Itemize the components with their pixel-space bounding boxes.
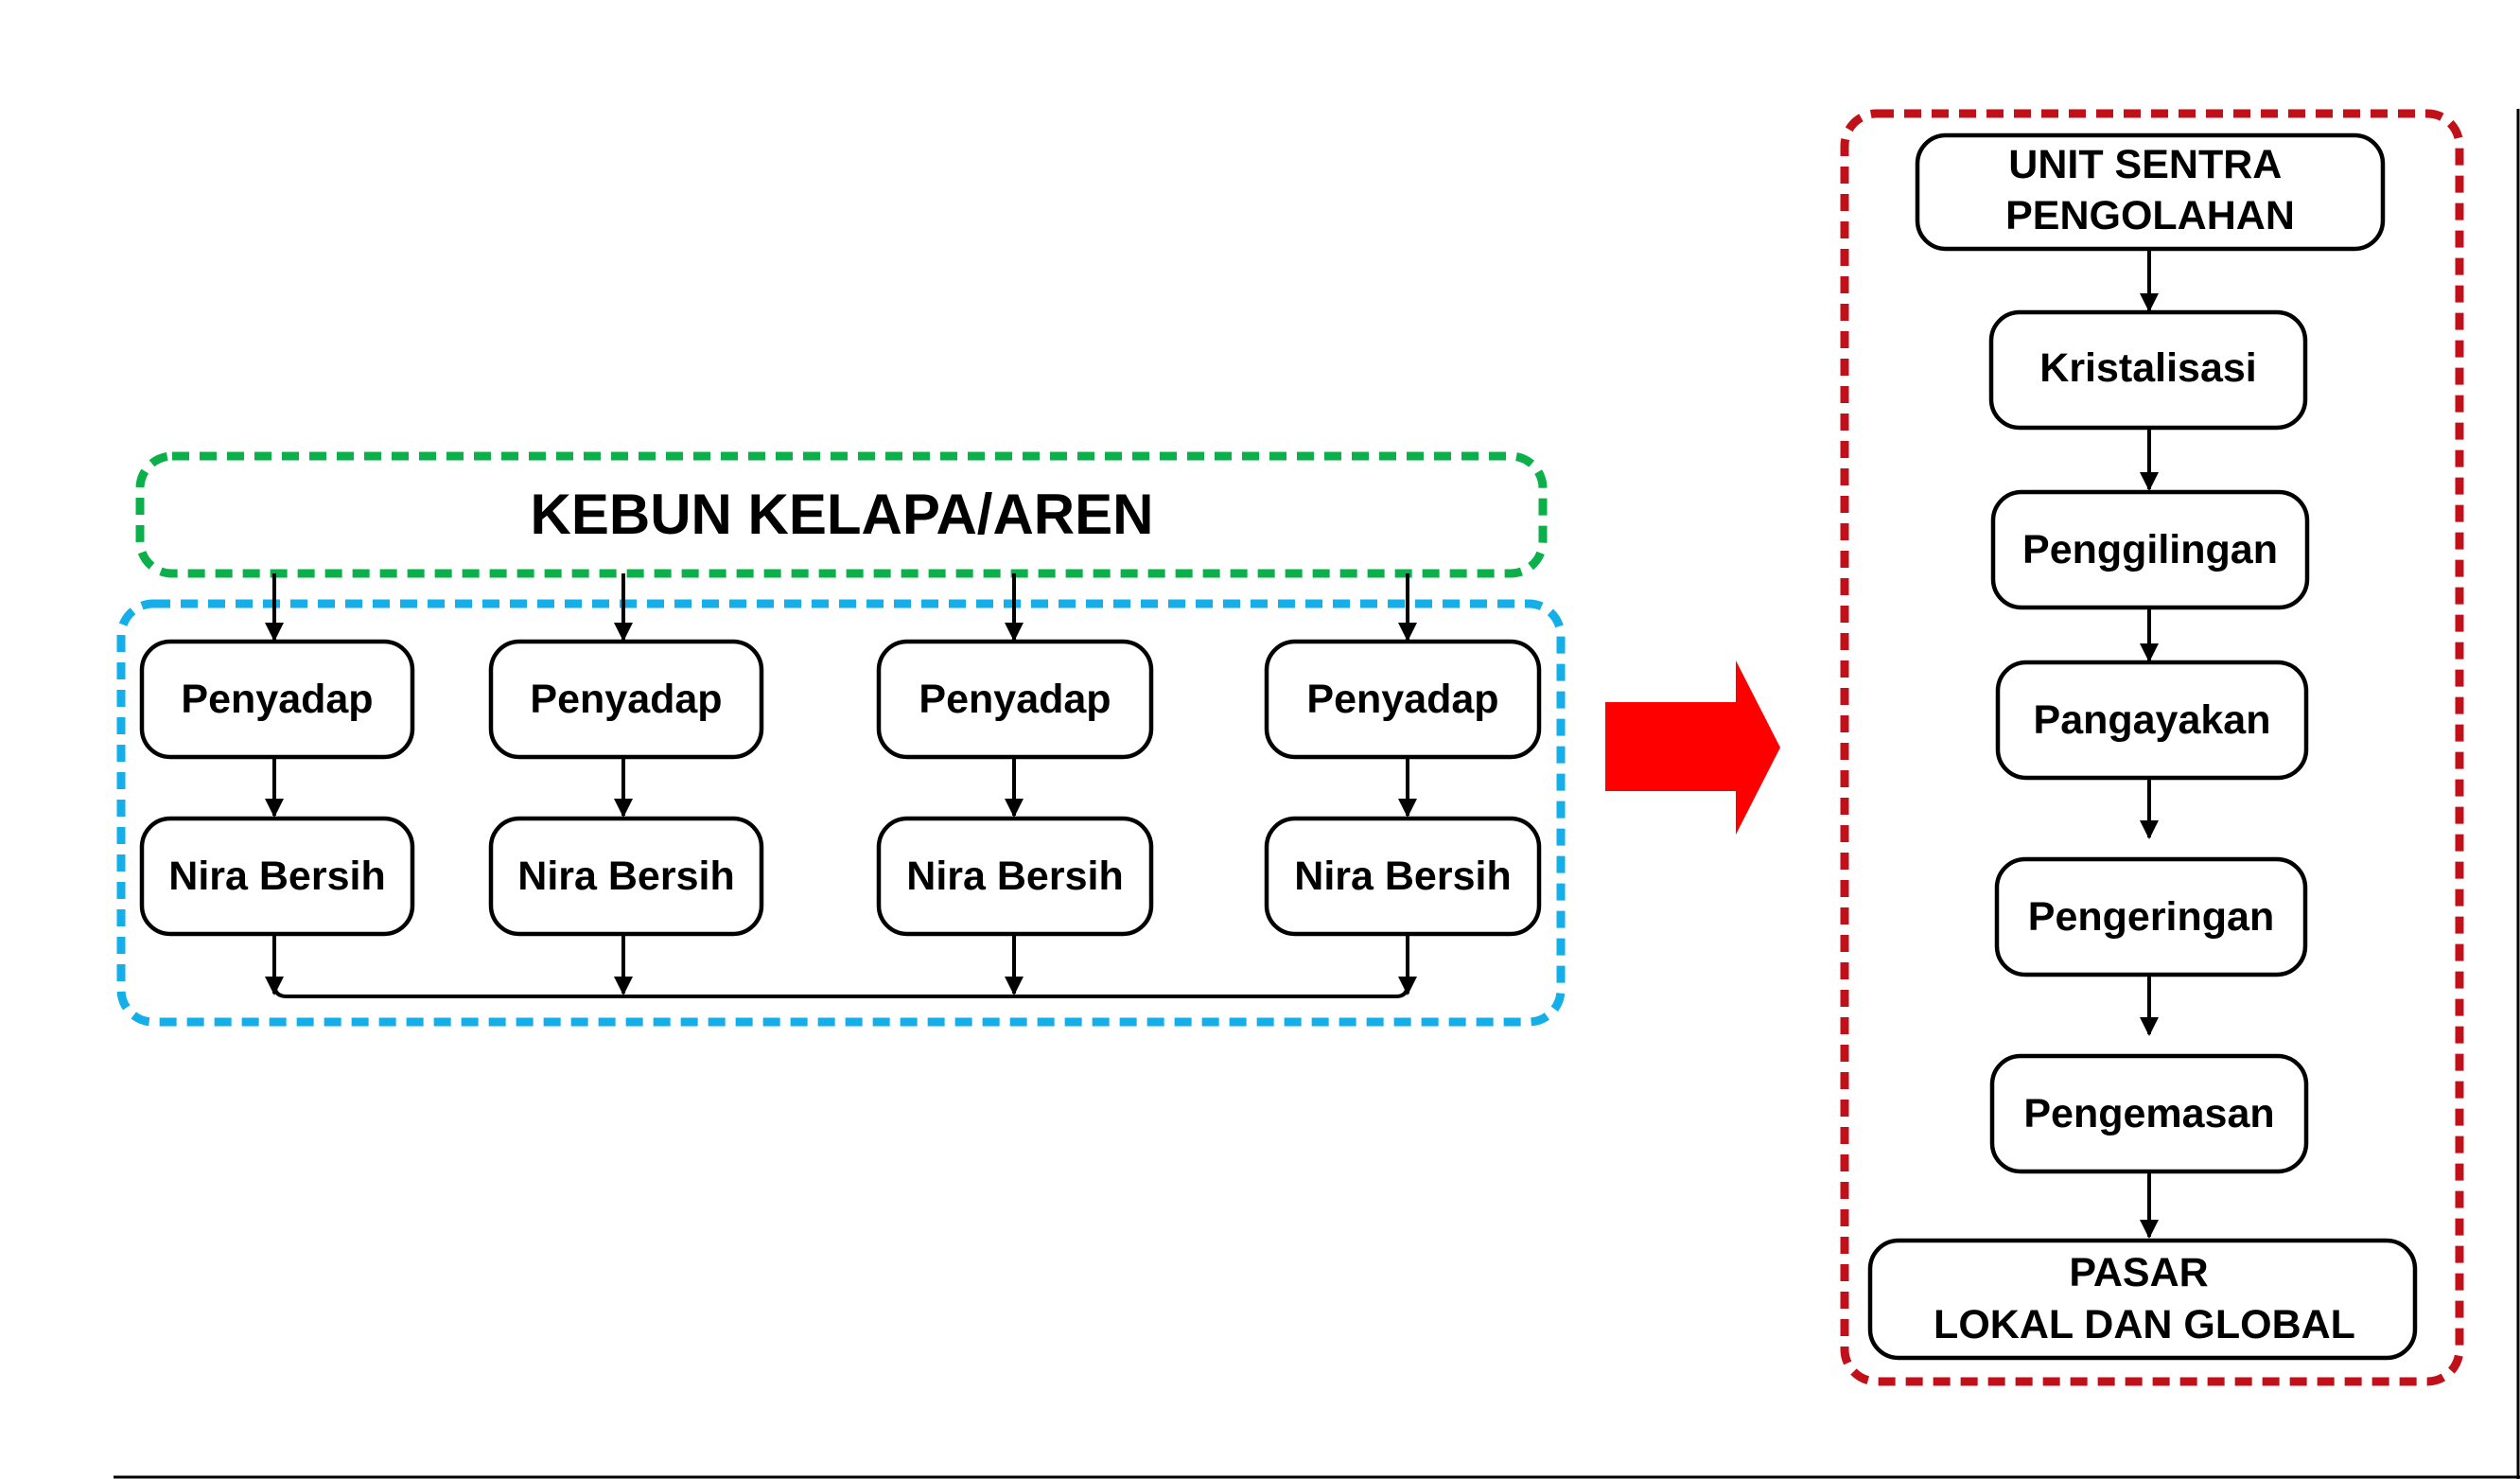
step-label-pengeringan: Pengeringan: [2028, 894, 2274, 940]
market-node: [1867, 1238, 2418, 1361]
tapper-label: Penyadap: [1306, 677, 1498, 722]
sap-node: [488, 816, 764, 937]
sap-label: Nira Bersih: [906, 854, 1123, 899]
sap-label: Nira Bersih: [1294, 854, 1511, 899]
step-label-pengemasan: Pengemasan: [2023, 1091, 2274, 1136]
tapper-label: Penyadap: [919, 677, 1111, 722]
farm-border: [135, 451, 1548, 578]
step-node-pangayakan: [1995, 660, 2309, 781]
sap-label: Nira Bersih: [168, 854, 385, 899]
collector-line: [272, 983, 1409, 998]
tapper-column-4: Penyadap Nira Bersih: [1264, 639, 1542, 995]
tapper-node: [139, 639, 415, 760]
processing-center-line-1: UNIT SENTRA: [2008, 142, 2281, 187]
tapper-column-2: Penyadap Nira Bersih: [488, 639, 764, 995]
tapper-column-3: Penyadap Nira Bersih: [876, 639, 1154, 995]
market-line-2: LOKAL DAN GLOBAL: [1934, 1302, 2355, 1347]
sap-node: [1264, 816, 1542, 937]
tapper-group-border: [116, 599, 1566, 1027]
step-label-pangayakan: Pangayakan: [2034, 697, 2271, 743]
processing-center-line-2: PENGOLAHAN: [2005, 193, 2295, 238]
tapper-column-1: Penyadap Nira Bersih: [139, 639, 415, 995]
market-line-1: PASAR: [2069, 1250, 2208, 1295]
sap-node: [139, 816, 415, 937]
processing-border: [1840, 109, 2464, 1386]
processing-center-label: UNIT SENTRA PENGOLAHAN: [2005, 142, 2295, 238]
tapper-node: [488, 639, 764, 760]
sap-label: Nira Bersih: [517, 854, 734, 899]
step-label-penggilingan: Penggilingan: [2022, 527, 2278, 572]
tapper-label: Penyadap: [181, 677, 373, 722]
farm-title: KEBUN KELAPA/AREN: [531, 483, 1154, 546]
market-label: PASAR LOKAL DAN GLOBAL: [1934, 1250, 2355, 1347]
step-label-kristalisasi: Kristalisasi: [2039, 345, 2256, 391]
transition-arrow: [1605, 660, 1780, 835]
tapper-label: Penyadap: [530, 677, 722, 722]
tapper-node: [1264, 639, 1542, 760]
